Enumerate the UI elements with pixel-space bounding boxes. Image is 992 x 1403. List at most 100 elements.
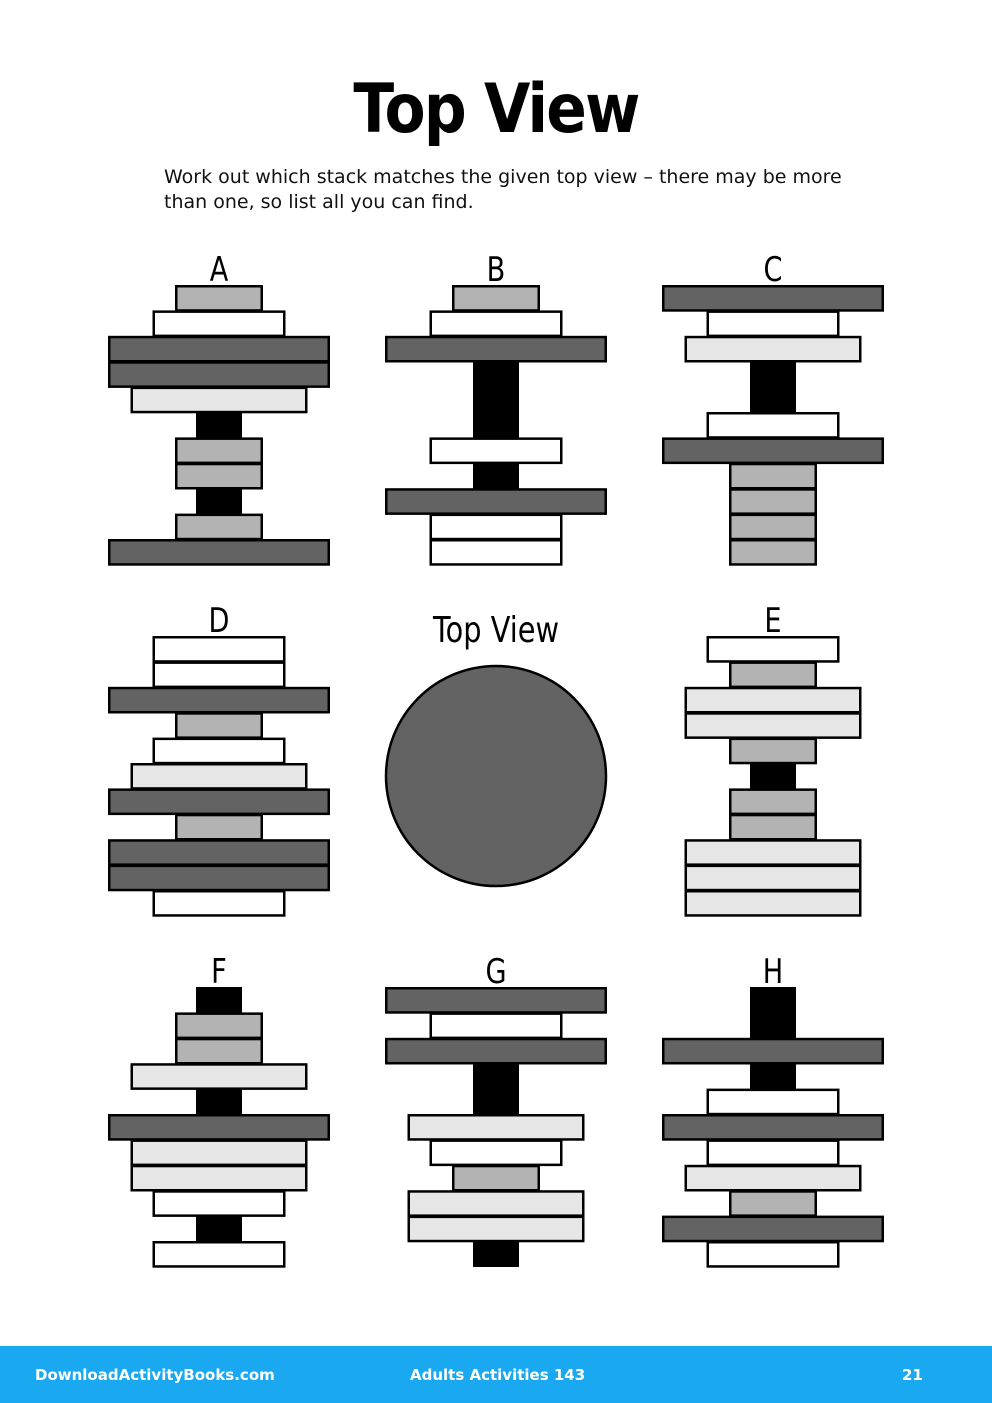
stack-c: C xyxy=(662,250,884,566)
stack-d: D xyxy=(108,601,330,917)
stack-layer xyxy=(108,361,330,388)
stack-layer xyxy=(473,462,519,489)
stack-layer xyxy=(175,813,263,841)
stack-label: A xyxy=(210,250,229,290)
stack-g: G xyxy=(385,952,607,1267)
stack-layer xyxy=(706,1139,840,1167)
stack-layer xyxy=(175,437,263,465)
stack-layer xyxy=(729,488,817,515)
stack-layer xyxy=(684,1164,862,1192)
stack-label: E xyxy=(764,601,781,641)
stack-layer xyxy=(684,839,862,866)
stack-layer xyxy=(452,285,540,312)
stack-layer xyxy=(684,712,862,739)
stack-layer xyxy=(108,839,330,866)
stack-label: F xyxy=(211,952,227,992)
stack-layer xyxy=(429,539,563,566)
stack-layer xyxy=(706,636,840,663)
stack-layer xyxy=(452,1164,540,1192)
stack-layer xyxy=(130,763,308,790)
stack-layer xyxy=(684,890,862,917)
stack-layer xyxy=(750,361,796,388)
stack-layer xyxy=(152,737,286,765)
stack-layer xyxy=(196,1088,242,1115)
stack-layer xyxy=(175,712,263,739)
stack-label: D xyxy=(209,601,230,641)
stack-layer xyxy=(152,1190,286,1217)
stack-layer xyxy=(175,1012,263,1040)
stack-layer xyxy=(152,636,286,663)
stack-layer xyxy=(175,462,263,490)
stack-layer xyxy=(750,386,796,413)
stack-layer xyxy=(429,513,563,541)
stack-a: A xyxy=(108,250,330,566)
stack-layer xyxy=(729,513,817,541)
stack-layer xyxy=(684,686,862,714)
stack-layer xyxy=(130,1139,308,1167)
stack-layer xyxy=(729,661,817,689)
footer-book-title: Adults Activities 143 xyxy=(410,1366,586,1384)
footer-page-number: 21 xyxy=(902,1366,923,1384)
stack-layer xyxy=(662,1215,884,1243)
stack-layer xyxy=(108,335,330,363)
top-view-panel: Top View xyxy=(384,609,608,888)
stack-label: C xyxy=(764,250,783,290)
stack-layer xyxy=(706,412,840,439)
stack-f: F xyxy=(108,952,330,1268)
stack-layer xyxy=(407,1190,585,1217)
stack-layer xyxy=(108,539,330,566)
stack-layer xyxy=(385,488,607,515)
top-view-circle xyxy=(384,664,608,888)
stack-layer xyxy=(407,1215,585,1243)
stack-layer xyxy=(429,1012,563,1040)
stack-layer xyxy=(175,1037,263,1065)
stack-b: B xyxy=(385,250,607,566)
stack-layer xyxy=(729,788,817,816)
stack-layer xyxy=(196,987,242,1013)
stack-layer xyxy=(750,1063,796,1090)
stack-layer xyxy=(729,813,817,841)
stack-layer xyxy=(175,285,263,312)
stack-layer xyxy=(684,335,862,363)
puzzle-figure: A B C D E F G H Top View xyxy=(108,250,884,1268)
stack-layer xyxy=(729,1190,817,1217)
stack-layer xyxy=(130,1063,308,1090)
footer-bar: DownloadActivityBooks.com Adults Activit… xyxy=(0,1346,992,1403)
stack-layer xyxy=(473,361,519,388)
stack-layer xyxy=(385,335,607,363)
stack-layer xyxy=(196,488,242,515)
stack-layer xyxy=(662,285,884,312)
stack-layer xyxy=(196,1215,242,1242)
stack-layer xyxy=(662,1037,884,1065)
stack-layer xyxy=(750,987,796,1013)
stack-layer xyxy=(706,310,840,338)
stack-layer xyxy=(407,1114,585,1141)
stack-layer xyxy=(706,1241,840,1268)
stack-layer xyxy=(108,1114,330,1141)
stack-layer xyxy=(196,412,242,438)
instructions-text: Work out which stack matches the given t… xyxy=(164,166,842,213)
stack-layer xyxy=(108,686,330,714)
stack-layer xyxy=(429,1139,563,1167)
stack-layer xyxy=(152,1241,286,1268)
stack-layer xyxy=(729,462,817,490)
stack-layer xyxy=(473,1241,519,1267)
stack-layer xyxy=(175,513,263,541)
stack-layer xyxy=(108,788,330,816)
stack-layer xyxy=(473,1088,519,1115)
stack-e: E xyxy=(684,601,862,917)
stack-layer xyxy=(385,987,607,1014)
stack-layer xyxy=(750,763,796,789)
stack-layer xyxy=(385,1037,607,1065)
page-title: Top View xyxy=(353,70,640,149)
footer-site: DownloadActivityBooks.com xyxy=(35,1366,275,1384)
stack-layer xyxy=(706,1088,840,1116)
stack-layer xyxy=(130,386,308,414)
stack-layer xyxy=(473,412,519,438)
stack-label: H xyxy=(763,952,783,992)
stack-layer xyxy=(130,1164,308,1192)
stack-layer xyxy=(108,864,330,892)
stack-layer xyxy=(152,661,286,689)
stack-label: B xyxy=(487,250,506,290)
stack-layer xyxy=(750,1012,796,1039)
